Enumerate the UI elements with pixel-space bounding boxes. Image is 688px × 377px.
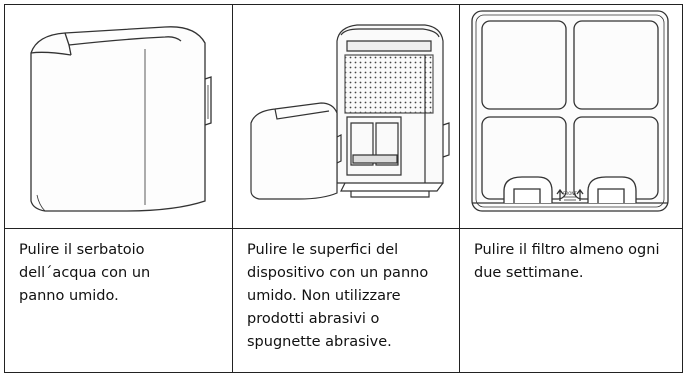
dehumidifier-device-illustration: [250, 24, 450, 200]
filter-image-cell: FRONT: [460, 5, 682, 228]
water-tank-instruction: Pulire il serbatoio dell´acqua con un pa…: [19, 242, 151, 304]
filter-instruction: Pulire il filtro almeno ogni due settima…: [474, 242, 660, 281]
column-divider: [459, 5, 460, 372]
device-image-cell: [233, 5, 459, 228]
water-tank-image-cell: [5, 5, 232, 228]
device-instruction: Pulire le superfici del dispositivo con …: [247, 242, 429, 350]
filter-illustration: FRONT: [471, 10, 669, 212]
svg-text:FRONT: FRONT: [563, 191, 577, 196]
column-divider: [232, 5, 233, 372]
instruction-table: Pulire il serbatoio dell´acqua con un pa…: [4, 4, 683, 373]
row-divider: [5, 228, 682, 229]
water-tank-illustration: [30, 26, 212, 212]
